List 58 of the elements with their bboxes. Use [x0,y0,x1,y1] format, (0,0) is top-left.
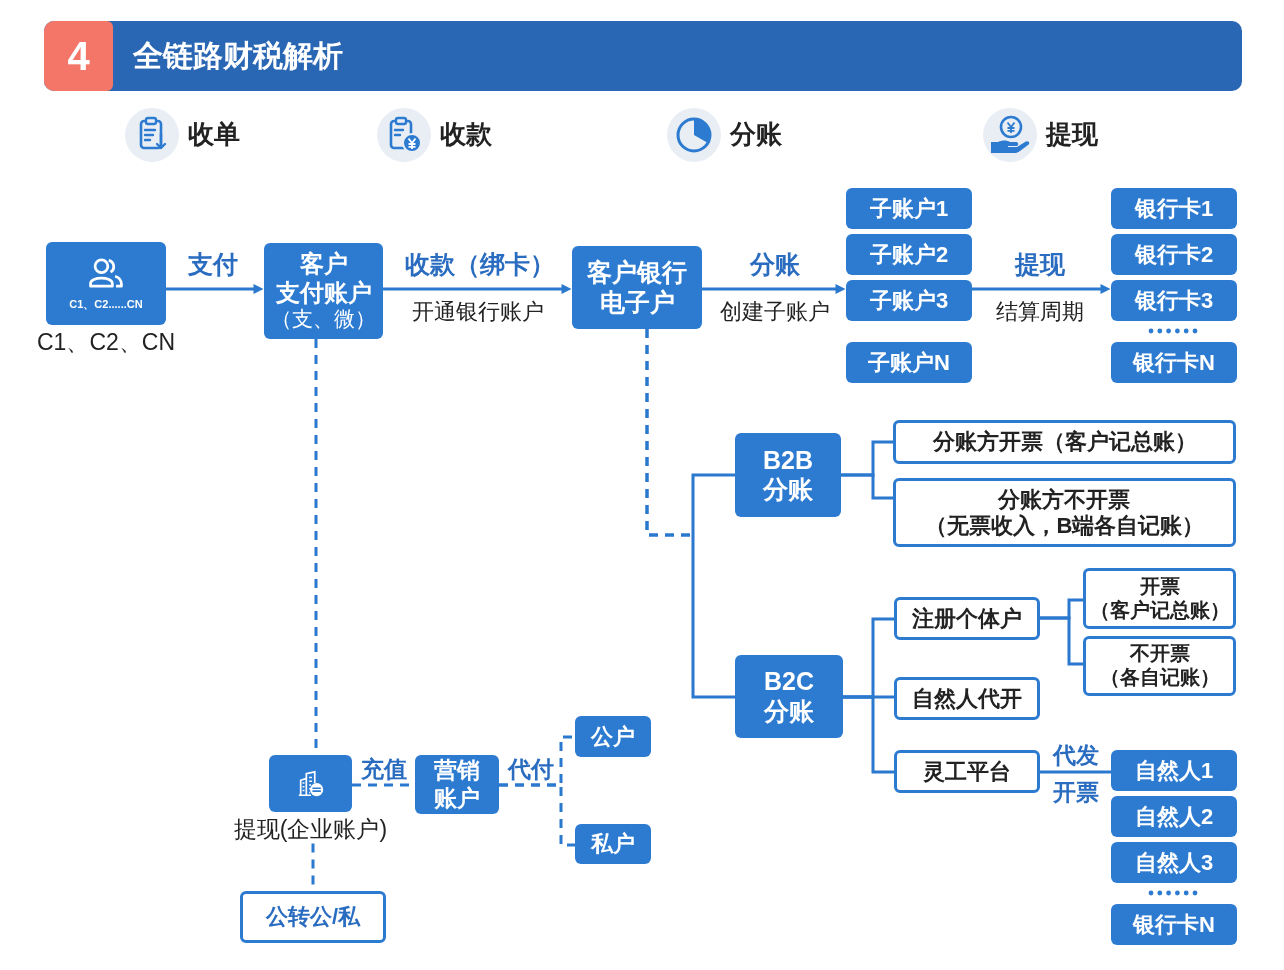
box-text: C1、C2......CN [69,297,143,311]
category-box: B2B分账 [735,433,841,517]
title: 全链路财税解析 [133,38,343,74]
edge-note: 创建子账户 [720,299,830,325]
account-box: 子账户2 [846,234,972,275]
account-box: 公户 [575,716,651,757]
edge-label: 充值 [359,755,409,783]
card-box: 银行卡N [1111,904,1237,945]
stage-label: 分账 [730,119,782,151]
option-box: 自然人代开 [894,677,1040,720]
account-box: 子账户1 [846,188,972,229]
option-box: 不开票（各自记账） [1083,636,1236,696]
edge-label: 代发 [1051,741,1101,769]
account-box: 营销账户 [415,755,499,814]
arrow [972,284,1111,294]
option-box: 分账方开票（客户记总账） [893,420,1236,464]
connector-line [843,695,894,774]
stage-label: 提现 [1046,119,1098,151]
option-box: 灵工平台 [894,750,1040,793]
dashed-line [499,783,575,847]
edge-note: 开票 [1053,778,1099,806]
connector-line [1040,616,1083,666]
box-subtext: （支、微） [271,306,376,332]
number-badge: 4 [44,21,113,91]
option-box: 公转公/私 [240,891,386,943]
connector-line [841,473,893,500]
option-box: 注册个体户 [894,597,1040,640]
card-box: 银行卡1 [1111,188,1237,229]
person-box: 自然人2 [1111,796,1237,837]
account-box: 私户 [575,824,651,864]
node-label: C1、C2、CN [37,329,175,357]
account-box: 子账户3 [846,280,972,321]
edge-label: 代付 [506,755,556,783]
card-box: 银行卡3 [1111,280,1237,321]
edge-note: 开通银行账户 [412,299,544,325]
account-box: 子账户N [846,342,972,383]
box-heading: 客户支付账户 [274,250,373,307]
arrow [166,284,264,294]
person-box: 自然人3 [1111,842,1237,883]
edge-note: 结算周期 [996,299,1084,325]
edge-label: 提现 [1013,249,1067,279]
option-box: 开票（客户记总账） [1083,568,1236,629]
stage-label: 收款 [440,119,492,151]
edge-label: 分账 [748,249,802,279]
account-box [264,243,383,339]
node-label: 提现(企业账户) [233,816,388,844]
account-box: 客户银行电子户 [572,246,702,329]
arrow [383,284,572,294]
option-box: 分账方不开票（无票收入，B端各自记账） [893,478,1236,547]
card-box: 银行卡N [1111,342,1237,383]
card-box: 银行卡2 [1111,234,1237,275]
stage-label: 收单 [188,119,240,151]
person-box: 自然人1 [1111,750,1237,791]
connector-line [1040,770,1111,774]
dashed-line [645,329,735,699]
arrow [702,284,846,294]
category-box: B2C分账 [735,655,843,738]
edge-label: 支付 [186,249,240,279]
